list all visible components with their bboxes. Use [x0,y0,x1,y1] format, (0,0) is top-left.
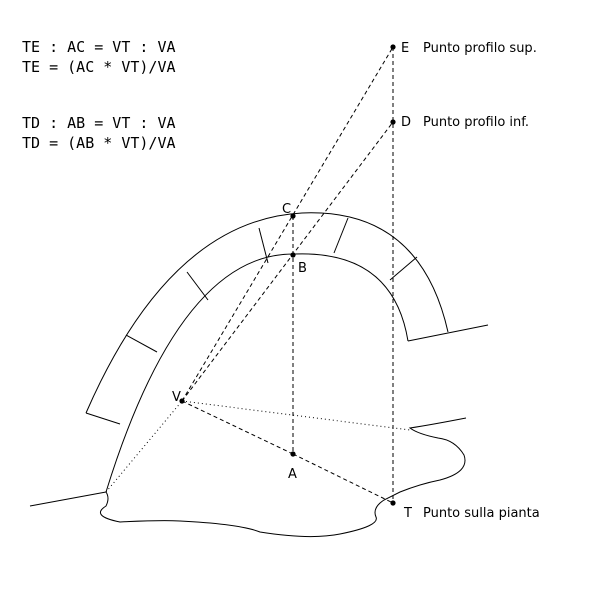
point-t-label: T [403,506,412,521]
point-t-marker [390,500,396,506]
plan-outline [99,417,467,538]
point-e-label: E [401,41,409,56]
formula-td-ratio: TD : AB = VT : VA [22,114,176,132]
point-b-label: B [298,261,307,276]
ground-line-left [29,491,107,507]
ground-line-right [407,324,489,342]
point-b-marker [290,252,296,258]
line-v-e [181,46,394,402]
dotted-line-base-v [105,400,183,493]
point-e-description: Punto profilo sup. [423,41,537,56]
point-v-marker [179,398,185,404]
point-c-label: C [282,202,291,217]
line-a-t [292,453,394,504]
point-d-marker [390,119,396,125]
formula-te-calc: TE = (AC * VT)/VA [22,58,176,76]
dotted-line-v-plan [181,400,411,431]
formula-te-ratio: TE : AC = VT : VA [22,38,176,56]
point-d-description: Punto profilo inf. [423,115,529,130]
point-c-marker [290,213,296,219]
point-v-label: V [172,390,181,405]
point-d-label: D [401,115,411,130]
point-t-description: Punto sulla pianta [423,506,540,521]
arch-outer-curve [85,212,449,414]
line-v-d [181,121,394,402]
arch-voussoir-joints [85,217,418,425]
line-v-a [181,400,294,455]
point-a-label: A [288,467,297,482]
formula-td-calc: TD = (AB * VT)/VA [22,134,176,152]
point-e-marker [390,44,396,50]
arch-inner-curve [105,253,409,493]
point-a-marker [290,451,296,457]
